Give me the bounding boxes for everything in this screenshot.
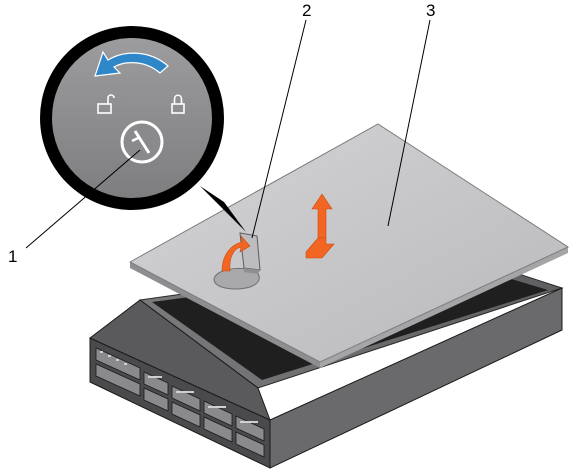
latch-magnified-inset (40, 26, 246, 232)
callout-2-leader (251, 19, 307, 239)
callout-3-leader (387, 19, 431, 227)
counterclockwise-arrow-icon (94, 50, 169, 77)
latch-rotate-arrow-icon (221, 235, 251, 272)
locked-padlock-icon (171, 94, 185, 114)
chassis-top-edge (89, 299, 271, 421)
front-panel-indicators (100, 351, 258, 423)
cover-edge (130, 262, 320, 368)
system-cover (128, 123, 569, 368)
chassis-side-panel (269, 287, 563, 469)
cover-top-surface (128, 123, 569, 363)
cover-edge-right (320, 247, 568, 368)
callout-1-leader (25, 149, 141, 249)
callout-3-label: 3 (426, 1, 435, 20)
callout-1-label: 1 (8, 247, 17, 266)
callout-2-label: 2 (302, 1, 311, 20)
lift-cover-arrow-icon (305, 193, 335, 259)
unlocked-padlock-icon (97, 94, 115, 114)
inset-lens (52, 38, 212, 198)
latch-release-lock-icon (120, 120, 164, 164)
inset-pointer (200, 186, 246, 232)
callout-leaders (25, 19, 431, 249)
